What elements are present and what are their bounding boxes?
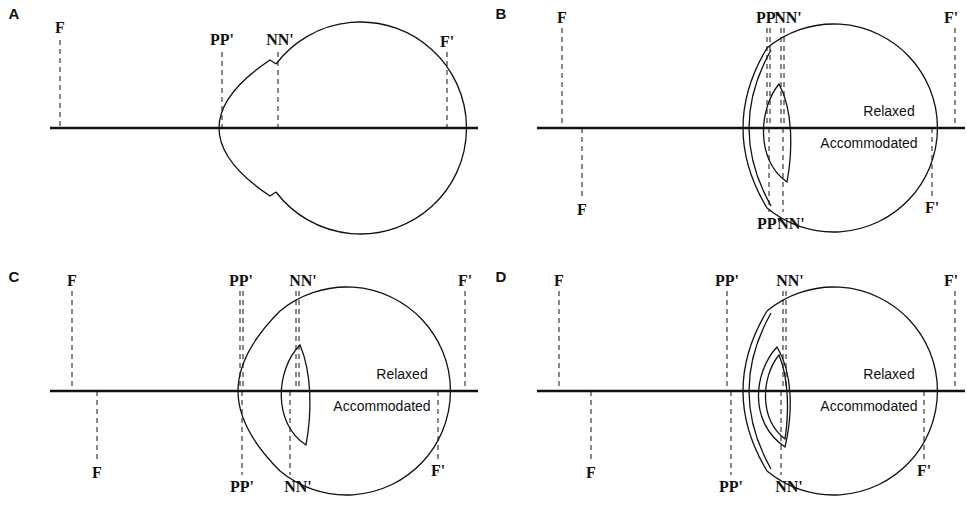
cornea <box>743 311 767 471</box>
point-label: PP' <box>715 273 739 289</box>
point-label: F <box>577 202 587 218</box>
point-label: NN' <box>777 216 805 232</box>
globe <box>276 22 466 234</box>
point-label: NN' <box>775 479 803 495</box>
panel-b <box>537 24 965 232</box>
point-label: PP' <box>229 273 253 289</box>
point-label: PP' <box>210 32 234 48</box>
panel-a <box>50 22 478 234</box>
point-label: F <box>557 10 567 26</box>
point-label: NN' <box>266 32 294 48</box>
cornea <box>238 311 280 471</box>
lens <box>281 345 310 445</box>
point-label: F' <box>944 10 958 26</box>
cardinal-lines <box>60 40 447 128</box>
point-label: PP' <box>719 479 743 495</box>
point-label: F <box>586 465 596 481</box>
panel-letter: B <box>496 6 507 21</box>
lens <box>765 355 787 439</box>
cardinal-lines <box>559 291 955 475</box>
point-label: F' <box>925 200 939 216</box>
state-label: Relaxed <box>374 367 429 381</box>
globe <box>767 287 937 495</box>
point-label: F' <box>431 463 445 479</box>
optical-axis <box>50 390 478 393</box>
state-label: Relaxed <box>861 104 916 118</box>
point-label: NN' <box>776 273 804 289</box>
lens <box>758 347 790 447</box>
point-label: NN' <box>289 273 317 289</box>
cardinal-lines <box>562 28 955 212</box>
state-label: Relaxed <box>861 367 916 381</box>
point-label: F' <box>440 34 454 50</box>
point-label: NN' <box>284 479 312 495</box>
point-label: F <box>55 20 65 36</box>
point-label: PP' <box>230 479 254 495</box>
globe <box>280 287 450 495</box>
optical-axis <box>537 390 965 393</box>
cornea <box>749 313 771 469</box>
optical-axis <box>50 127 478 130</box>
panel-d <box>537 287 965 495</box>
lens <box>763 84 790 182</box>
point-label: F' <box>917 463 931 479</box>
panel-letter: D <box>496 269 507 284</box>
panel-letter: C <box>9 269 20 284</box>
cardinal-lines <box>72 291 465 475</box>
globe <box>767 24 937 232</box>
point-label: F' <box>458 273 472 289</box>
panel-c <box>50 287 478 495</box>
state-label: Accommodated <box>818 136 919 150</box>
point-label: F <box>67 273 77 289</box>
cornea <box>749 50 771 206</box>
point-label: NN' <box>774 10 802 26</box>
state-label: Accommodated <box>818 399 919 413</box>
state-label: Accommodated <box>331 399 432 413</box>
panel-letter: A <box>9 6 20 21</box>
cornea <box>219 60 276 196</box>
point-label: F' <box>944 273 958 289</box>
optical-axis <box>537 127 965 130</box>
point-label: F <box>554 273 564 289</box>
point-label: F <box>92 465 102 481</box>
